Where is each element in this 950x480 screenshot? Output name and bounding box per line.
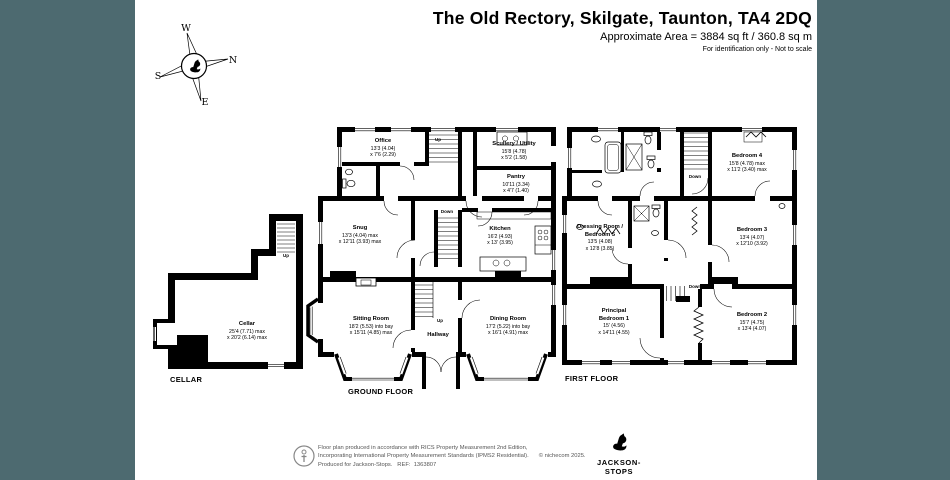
chimney-breast <box>330 271 356 277</box>
toilet-icon <box>643 131 653 136</box>
stairs-down-label: Down <box>440 209 454 214</box>
copyright: © nichecom 2025. <box>538 453 586 460</box>
page-title: The Old Rectory, Skilgate, Taunton, TA4 … <box>432 8 812 28</box>
bathtub-icon <box>604 141 622 174</box>
floor-label-ground: GROUND FLOOR <box>348 387 414 396</box>
kitchen-sink-icon <box>479 256 527 272</box>
front-porch <box>422 352 460 389</box>
toilet-icon <box>646 155 656 160</box>
fireplace-icon <box>355 277 377 287</box>
sink-icon <box>651 230 659 236</box>
sitting-bay-window <box>334 352 412 382</box>
sink-icon <box>345 168 353 176</box>
chimney-breast <box>495 271 521 277</box>
floor-label-first: FIRST FLOOR <box>565 374 619 383</box>
compass-east: E <box>201 97 209 108</box>
compass-west: W <box>181 23 191 34</box>
chimney-breast <box>708 277 738 285</box>
first-floor-plan <box>562 127 797 365</box>
jackson-stops-logo: JACKSON-STOPS <box>586 432 652 476</box>
fox-logo-icon <box>613 433 627 451</box>
wc-fixtures <box>342 168 356 189</box>
stairs-down-label: Down <box>688 284 702 289</box>
side-bay-window <box>306 297 323 344</box>
wardrobe-zigzag <box>745 131 767 138</box>
dining-bay-window <box>466 352 548 382</box>
ground-floor-plan <box>306 127 556 389</box>
floor-label-cellar: CELLAR <box>170 375 203 384</box>
first-doors <box>597 150 771 359</box>
chimney-breast <box>590 277 632 285</box>
ground-doors <box>383 162 539 349</box>
shower-icon <box>633 205 650 222</box>
sink-icon <box>591 135 601 143</box>
shower-icon <box>625 143 643 171</box>
stairs-down-label: Down <box>688 174 702 179</box>
scullery-sink-icon <box>496 131 528 146</box>
compass-north: N <box>228 55 238 66</box>
kitchen-fixtures <box>476 211 552 272</box>
first-windows <box>562 127 797 365</box>
left-accent-bar <box>0 0 135 480</box>
stairs-up-label: Up <box>435 137 441 142</box>
toilet-icon <box>651 204 661 209</box>
area-subtitle: Approximate Area = 3884 sq ft / 360.8 sq… <box>600 31 812 43</box>
ground-mid-stairs-icon <box>438 217 458 259</box>
nichecom-logo-icon <box>293 445 315 467</box>
sink-icon <box>778 203 786 209</box>
cooker-icon <box>534 225 552 255</box>
disclaimer-note: For identification only - Not to scale <box>702 46 812 53</box>
toilet-icon <box>342 178 347 189</box>
right-accent-bar <box>817 0 950 480</box>
hallway-stairs-icon <box>415 282 434 318</box>
ground-top-stairs-icon <box>429 134 458 163</box>
bathroom-fixtures <box>591 131 656 188</box>
footer-disclaimer: Floor plan produced in accordance with R… <box>318 445 586 468</box>
wardrobe-zigzag <box>595 227 621 235</box>
brand-name: JACKSON-STOPS <box>597 458 641 476</box>
closet-icon <box>743 131 763 143</box>
sink-icon <box>576 224 584 230</box>
stairs-up-label: Up <box>283 253 289 258</box>
cellar-stairs-icon <box>277 223 295 253</box>
stairs-up-label: Up <box>437 318 443 323</box>
shower-room-fixtures <box>633 204 661 236</box>
sink-icon <box>592 180 602 188</box>
room-label-hallway: Hallway <box>427 332 449 338</box>
cellar-plan <box>152 214 303 369</box>
cupboard-zigzag <box>691 206 698 236</box>
compass-south: S <box>154 71 162 82</box>
compass-icon <box>159 32 229 102</box>
wardrobe-zigzag <box>693 306 704 344</box>
ground-windows <box>318 127 556 305</box>
first-top-stairs-icon <box>684 132 708 170</box>
first-mid-stairs-icon <box>661 286 690 302</box>
